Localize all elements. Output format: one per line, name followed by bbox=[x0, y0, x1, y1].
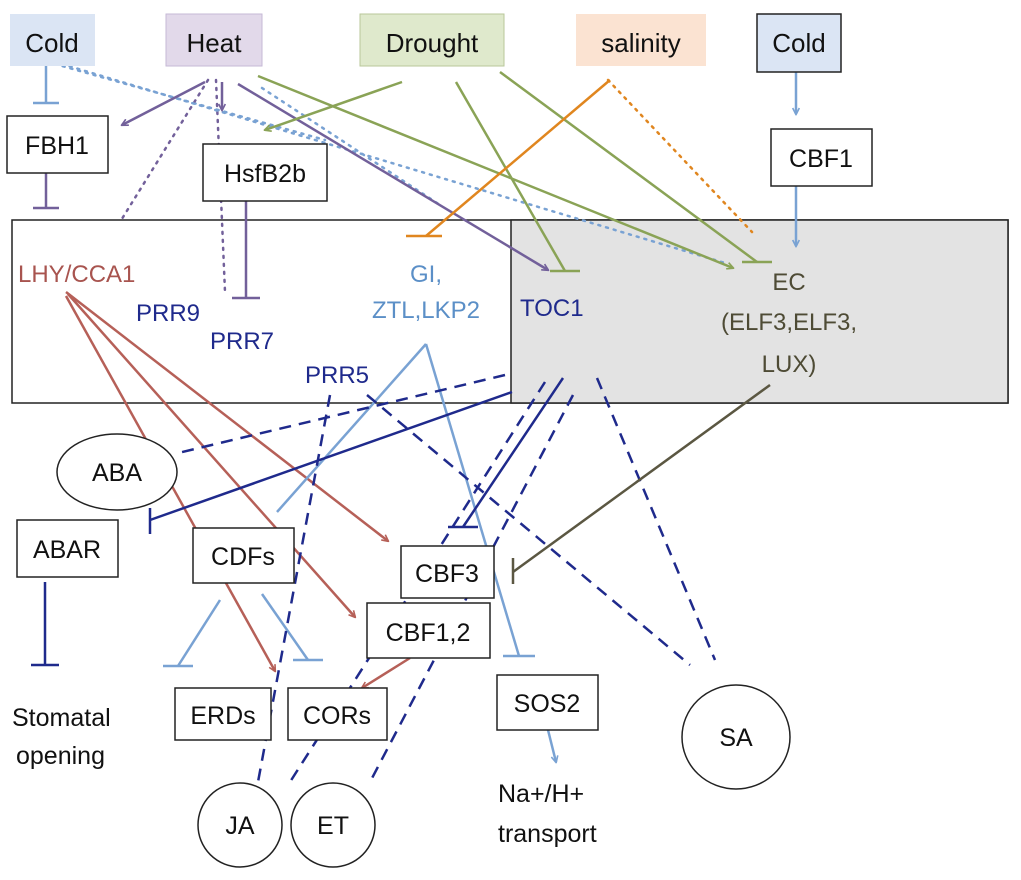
node-sos2-label: SOS2 bbox=[514, 690, 581, 718]
stress-cold-right: Cold bbox=[756, 13, 842, 73]
dotted-edges bbox=[53, 62, 754, 294]
node-et: ET bbox=[290, 782, 376, 868]
node-cbf12: CBF1,2 bbox=[366, 602, 491, 659]
clock-gi-line2: ZTL,LKP2 bbox=[372, 297, 480, 324]
node-sa-label: SA bbox=[719, 724, 753, 752]
node-cors: CORs bbox=[287, 687, 388, 741]
stress-heat: Heat bbox=[165, 13, 263, 67]
gi-edges bbox=[163, 343, 556, 762]
clock-gi-line1: GI, bbox=[410, 261, 442, 288]
edge-heat-dotted-lhy bbox=[118, 78, 210, 224]
node-cdfs-label: CDFs bbox=[211, 543, 275, 571]
edge-heat-dotted-fbh1 bbox=[260, 86, 442, 207]
node-ja-label: JA bbox=[225, 812, 255, 840]
stress-salinity-label: salinity bbox=[601, 28, 680, 58]
clock-ec-line2: (ELF3,ELF3, bbox=[721, 309, 857, 336]
stress-cold-left: Cold bbox=[10, 14, 95, 66]
node-abar-label: ABAR bbox=[33, 536, 101, 564]
node-erds: ERDs bbox=[174, 687, 272, 741]
clock-toc1: TOC1 bbox=[520, 295, 584, 322]
node-cbf12-label: CBF1,2 bbox=[386, 619, 471, 647]
stomatal-line2: opening bbox=[16, 742, 105, 770]
clock-ec-line3: LUX) bbox=[762, 351, 817, 378]
stress-cold-right-label: Cold bbox=[772, 28, 825, 58]
stress-edges bbox=[33, 64, 796, 300]
node-cors-label: CORs bbox=[303, 702, 371, 730]
clock-ec-line1: EC bbox=[772, 269, 805, 296]
node-cbf3: CBF3 bbox=[400, 545, 495, 599]
node-aba-label: ABA bbox=[92, 459, 142, 487]
node-cbf1-top: CBF1 bbox=[770, 128, 873, 187]
edge-cold-dotted-ec bbox=[60, 62, 727, 265]
edge-salinity-dotted bbox=[606, 78, 754, 234]
clock-prr5: PRR5 bbox=[305, 362, 369, 389]
nah-line2: transport bbox=[498, 820, 597, 848]
nah-line1: Na+/H+ bbox=[498, 780, 584, 808]
node-hsfb2b-label: HsfB2b bbox=[224, 160, 306, 188]
stress-heat-label: Heat bbox=[187, 28, 243, 58]
node-erds-label: ERDs bbox=[190, 702, 255, 730]
node-et-label: ET bbox=[317, 812, 349, 840]
node-sa: SA bbox=[681, 684, 791, 790]
node-fbh1: FBH1 bbox=[6, 115, 109, 174]
node-sos2: SOS2 bbox=[496, 674, 599, 731]
stomatal-line1: Stomatal bbox=[12, 704, 111, 732]
node-cdfs: CDFs bbox=[192, 527, 295, 584]
stress-drought: Drought bbox=[359, 13, 505, 67]
node-ja: JA bbox=[197, 782, 283, 868]
node-cbf3-label: CBF3 bbox=[415, 560, 479, 588]
node-abar: ABAR bbox=[16, 519, 119, 578]
node-aba: ABA bbox=[56, 433, 178, 511]
stress-salinity: salinity bbox=[576, 14, 706, 66]
evening-complex-panel bbox=[510, 219, 1009, 404]
ec-edges bbox=[511, 383, 771, 584]
node-fbh1-label: FBH1 bbox=[25, 132, 89, 160]
stress-cold-left-label: Cold bbox=[25, 28, 78, 58]
stress-drought-label: Drought bbox=[386, 28, 479, 58]
node-hsfb2b: HsfB2b bbox=[202, 143, 328, 202]
edge-cold-dotted bbox=[53, 62, 327, 142]
node-cbf1-top-label: CBF1 bbox=[789, 145, 853, 173]
clock-prr9: PRR9 bbox=[136, 300, 200, 327]
clock-prr7: PRR7 bbox=[210, 328, 274, 355]
clock-lhy-cca1: LHY/CCA1 bbox=[18, 261, 135, 288]
toc1-edges bbox=[31, 377, 565, 667]
